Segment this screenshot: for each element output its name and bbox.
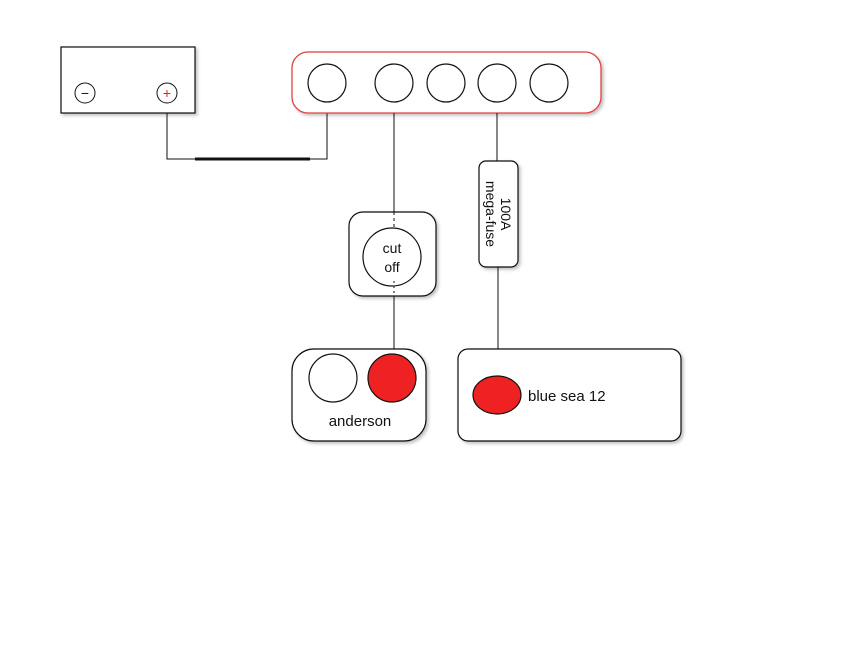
- anderson-connector: anderson: [291, 348, 427, 442]
- battery-negative-terminal: −: [74, 82, 96, 104]
- cutoff-switch: cut off: [348, 211, 437, 297]
- bluesea-outlet: [472, 375, 522, 415]
- positive-symbol: +: [163, 85, 171, 101]
- cutoff-knob: [362, 227, 422, 287]
- bluesea-label: blue sea 12: [528, 388, 606, 405]
- fuse-label-line2: mega-fuse: [483, 181, 499, 247]
- busbar-stud: [477, 63, 517, 103]
- bluesea-socket: blue sea 12: [457, 348, 682, 442]
- cutoff-label-line2: off: [384, 259, 399, 275]
- busbar-stud: [307, 63, 347, 103]
- main-positive-cable: [166, 113, 328, 161]
- busbar-stud: [426, 63, 466, 103]
- cutoff-label-line1: cut: [383, 240, 402, 256]
- busbar-stud: [374, 63, 414, 103]
- mega-fuse: 100A mega-fuse: [478, 160, 519, 268]
- fuse-label-line1: 100A: [498, 198, 514, 231]
- busbar-stud: [529, 63, 569, 103]
- anderson-label: anderson: [329, 413, 392, 430]
- battery-positive-terminal: +: [156, 82, 178, 104]
- negative-symbol: −: [81, 85, 89, 101]
- anderson-positive-pin: [367, 353, 417, 403]
- anderson-negative-pin: [308, 353, 358, 403]
- battery: − +: [60, 46, 196, 114]
- busbar: [291, 51, 602, 114]
